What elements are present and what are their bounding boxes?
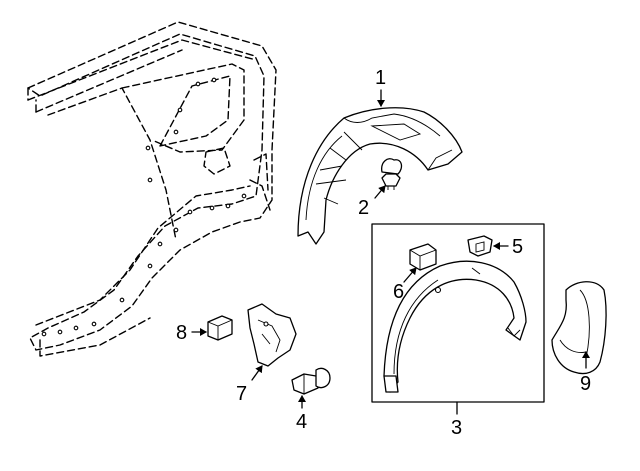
callout-6: 6	[393, 281, 404, 303]
callout-5: 5	[512, 236, 523, 258]
leader-lines	[191, 89, 590, 415]
block-part-8	[207, 315, 233, 341]
part-group-box	[371, 223, 545, 403]
fuel-door-outline	[203, 147, 231, 175]
leader-line-2	[374, 185, 386, 199]
callout-3: 3	[451, 417, 462, 439]
bracket-part-6	[409, 243, 437, 271]
leader-line-7	[251, 365, 263, 381]
clip-part-4	[291, 367, 331, 395]
splash-bracket-part-7	[247, 303, 297, 367]
quarter-panel-outline	[27, 21, 277, 357]
callout-1: 1	[375, 67, 386, 89]
callout-9: 9	[580, 373, 591, 395]
callout-7: 7	[236, 383, 247, 405]
mud-flap-part	[551, 281, 607, 375]
quarter-panel-holes	[41, 77, 247, 337]
callout-8: 8	[176, 322, 187, 344]
retainer-part-5	[467, 235, 493, 257]
callout-labels: 1 2 3 4 5 6 7 8 9	[176, 67, 591, 439]
fender-flare-part	[383, 260, 527, 393]
callout-2: 2	[358, 197, 369, 219]
leader-line-6	[403, 267, 417, 283]
callout-4: 4	[296, 411, 307, 433]
push-clip-part	[381, 158, 403, 190]
wheel-liner-part	[297, 107, 463, 245]
